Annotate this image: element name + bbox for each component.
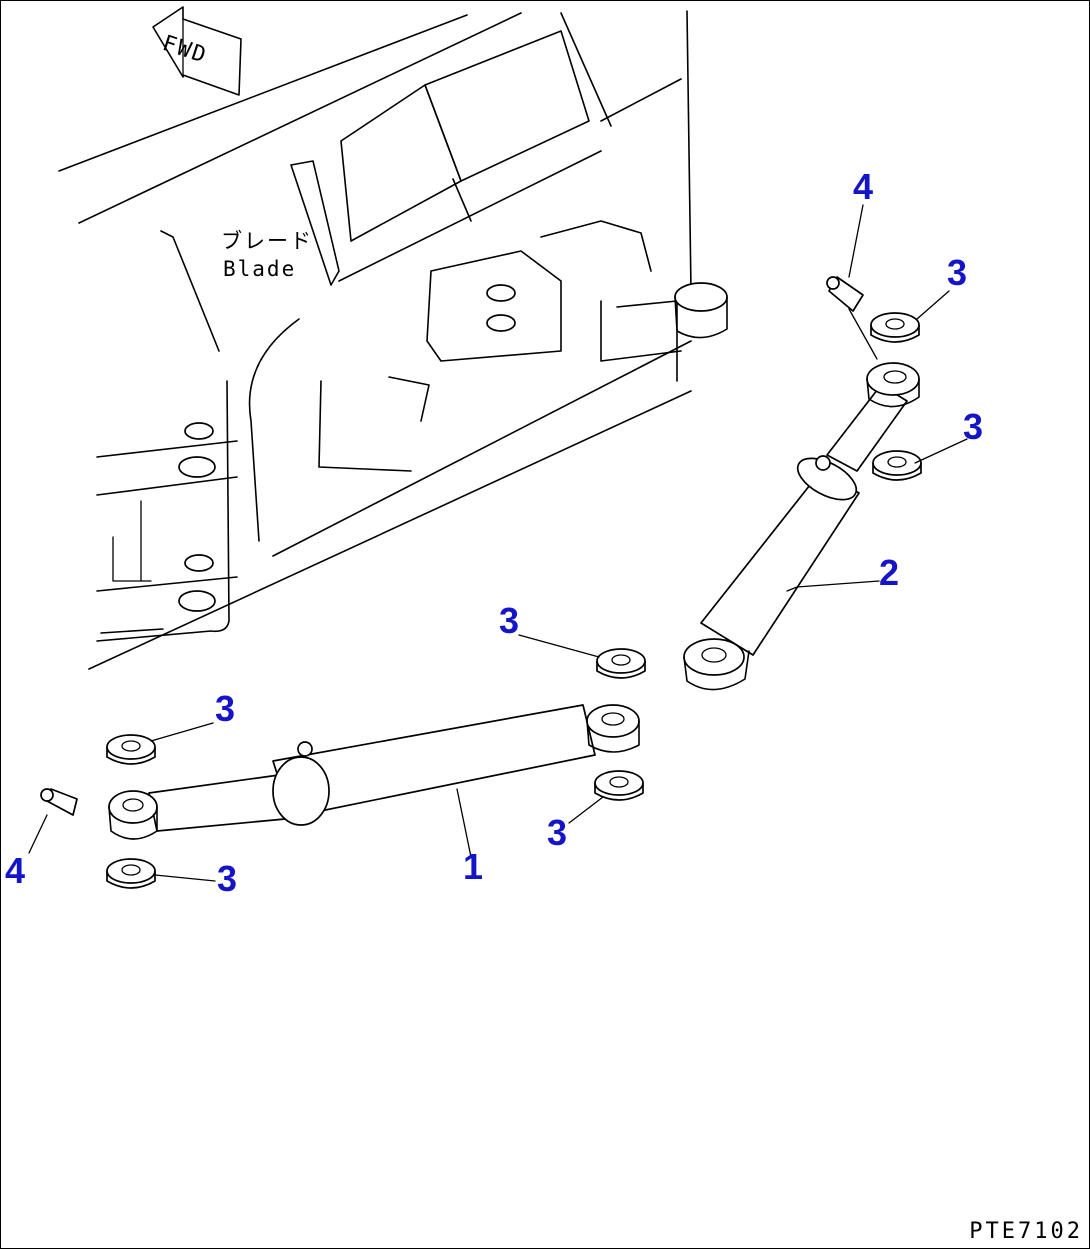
callout-3-center-lower: 3 [547, 812, 568, 853]
callout-4-upper: 4 [853, 166, 874, 207]
callout-4-lower: 4 [5, 850, 26, 891]
washer-icon [106, 858, 156, 889]
washer-icon [596, 648, 646, 679]
leader-lines [28, 204, 968, 882]
callout-3-upper-right: 3 [947, 252, 968, 293]
grease-fitting-icon [40, 788, 78, 816]
callout-3-right: 3 [963, 406, 984, 447]
cylinder-1 [108, 704, 640, 840]
drawing-number: PTE7102 [969, 1219, 1083, 1244]
blade-label-jp: ブレード [221, 229, 313, 253]
callout-3-left-upper: 3 [215, 688, 236, 729]
blade-label-en: Blade [223, 257, 297, 281]
washer-icon [594, 770, 644, 801]
blade-bracket-upper [426, 220, 728, 382]
blade-bracket-lower [178, 422, 216, 612]
blade-body [58, 10, 692, 670]
washer-icon [870, 312, 920, 343]
callout-1: 1 [463, 846, 484, 887]
cylinder-2 [683, 362, 920, 691]
callout-3-left-lower: 3 [217, 858, 238, 899]
washer-icon [872, 450, 922, 481]
grease-fitting-icon [826, 276, 864, 312]
washer-icon [106, 734, 156, 765]
callout-3-center: 3 [499, 600, 520, 641]
washer-parts [106, 312, 922, 889]
callout-2: 2 [879, 552, 900, 593]
fwd-arrow-icon [152, 6, 242, 96]
